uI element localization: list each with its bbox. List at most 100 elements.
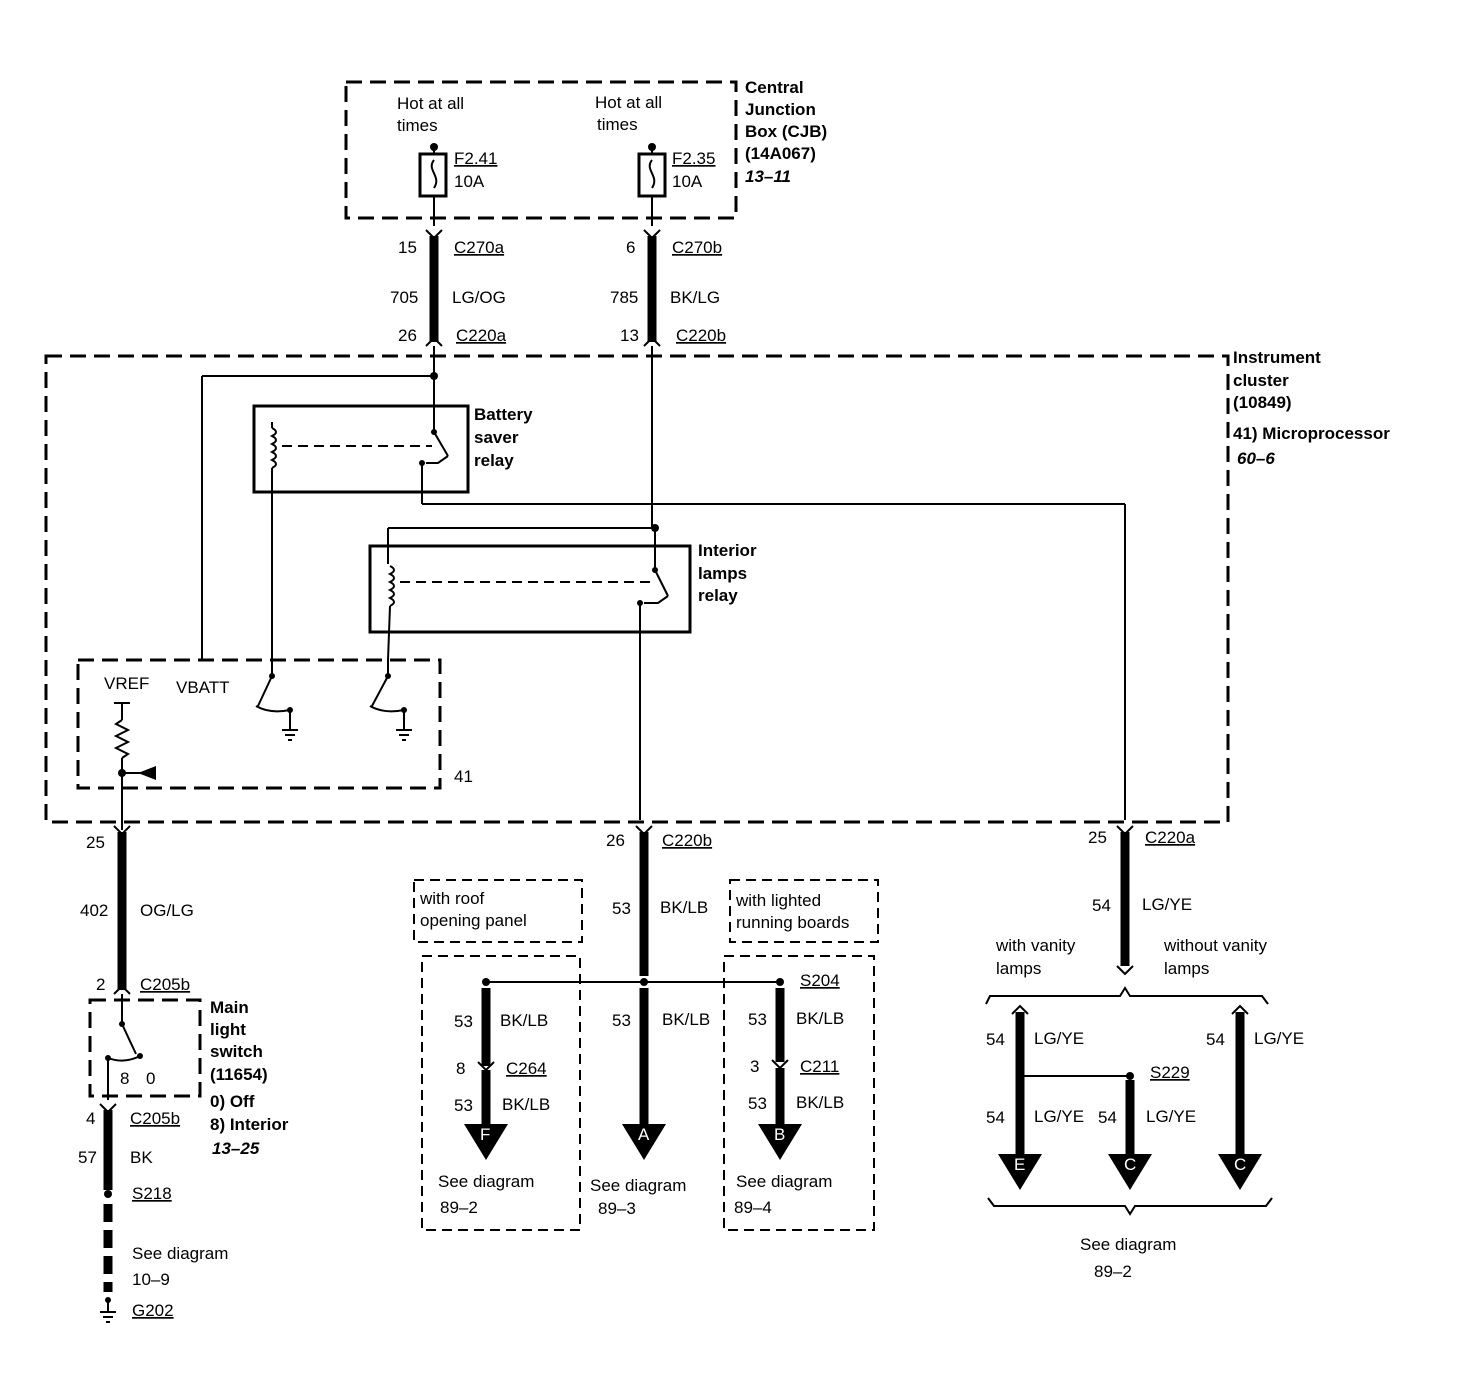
b-circuit1: 53 <box>748 1010 767 1029</box>
left-color: OG/LG <box>140 901 194 920</box>
c1-arrow-label: C <box>1124 1155 1136 1174</box>
cjb-ref: 13–11 <box>745 167 791 186</box>
wire785-pin-top: 6 <box>626 238 635 257</box>
left-circuit-out: 57 <box>78 1148 97 1167</box>
b-conn: C211 <box>800 1057 839 1076</box>
left-pin-sw: 2 <box>96 975 105 994</box>
left-conn-out: C205b <box>130 1109 180 1128</box>
ground-g202: G202 <box>132 1301 174 1320</box>
wire785-conn-bot: C220b <box>676 326 726 345</box>
wire785-circuit: 785 <box>610 288 638 307</box>
wire705-conn-bot: C220a <box>456 326 507 345</box>
branch-a: 53 BK/LB A See diagram 89–3 <box>590 988 710 1218</box>
a-color: BK/LB <box>662 1010 710 1029</box>
c2-arrow-label: C <box>1234 1155 1246 1174</box>
cjb-outline <box>344 80 738 220</box>
a-circuit: 53 <box>612 1011 631 1030</box>
switch-label-line2: light <box>210 1020 246 1039</box>
roof-option-box <box>413 879 583 943</box>
f-see-line1: See diagram <box>438 1172 534 1191</box>
cjb-name-line3: Box (CJB) <box>745 122 827 141</box>
c2-circuit: 54 <box>1206 1030 1225 1049</box>
wire-705: 15 C270a 705 LG/OG 26 C220a <box>390 229 507 376</box>
e-circuit1: 54 <box>986 1030 1005 1049</box>
wire785-conn-top: C270b <box>672 238 722 257</box>
branch-f: 53 BK/LB 8 C264 53 BK/LB F See diagram 8… <box>421 955 581 1231</box>
micro-vbatt: VBATT <box>176 678 230 697</box>
fuse2-id: F2.35 <box>672 149 715 168</box>
ilr-label-line2: lamps <box>698 564 747 583</box>
f-arrow-label: F <box>480 1125 490 1144</box>
without-vanity-line1: without vanity <box>1163 936 1267 955</box>
wire705-conn-top: C270a <box>454 238 505 257</box>
switch-pos-0: 0 <box>146 1069 155 1088</box>
middle-branch: 26 C220b 53 BK/LB with roof opening pane… <box>413 825 879 1231</box>
f-color1: BK/LB <box>500 1011 548 1030</box>
boards-label-line2: running boards <box>736 913 849 932</box>
micro-vref: VREF <box>104 674 149 693</box>
switch-pos-8: 8 <box>120 1069 129 1088</box>
a-see-line1: See diagram <box>590 1176 686 1195</box>
boards-option-box <box>729 879 879 943</box>
right-see-line2: 89–2 <box>1094 1262 1132 1281</box>
right-circuit: 54 <box>1092 896 1111 915</box>
fuse-f2-41: F2.41 10A <box>418 143 497 226</box>
left-branch: 25 402 OG/LG 2 C205b 8 0 Main light swit… <box>78 825 289 1323</box>
cjb-hot2-line2: times <box>597 115 638 134</box>
f-pin: 8 <box>456 1059 465 1078</box>
mid-conn-top: C220b <box>662 831 712 850</box>
left-conn-sw: C205b <box>140 975 190 994</box>
b-color2: BK/LB <box>796 1093 844 1112</box>
cluster-ref: 60–6 <box>1237 449 1275 468</box>
right-see-line1: See diagram <box>1080 1235 1176 1254</box>
cluster-name-line1: Instrument <box>1233 348 1321 367</box>
ilr-label-line1: Interior <box>698 541 757 560</box>
switch-label-line1: Main <box>210 998 249 1017</box>
b-see-line2: 89–4 <box>734 1198 772 1217</box>
left-color-out: BK <box>130 1148 153 1167</box>
splice-s218: S218 <box>132 1184 172 1203</box>
left-pin-out: 4 <box>86 1109 95 1128</box>
wire705-circuit: 705 <box>390 288 418 307</box>
e-color1: LG/YE <box>1034 1029 1084 1048</box>
cluster-micro-label: 41) Microprocessor <box>1233 424 1390 443</box>
splice-s229: S229 <box>1150 1063 1190 1082</box>
b-pin: 3 <box>750 1057 759 1076</box>
e-color2: LG/YE <box>1034 1107 1084 1126</box>
left-pin-top: 25 <box>86 833 105 852</box>
bsr-label-line1: Battery <box>474 405 533 424</box>
right-conn-top: C220a <box>1145 828 1196 847</box>
switch-label-line4: (11654) <box>210 1065 268 1084</box>
micro-number: 41 <box>454 767 473 786</box>
cjb-hot1-line2: times <box>397 116 438 135</box>
f-see-line2: 89–2 <box>440 1198 478 1217</box>
without-vanity-line2: lamps <box>1164 959 1209 978</box>
f-conn: C264 <box>506 1059 547 1078</box>
mid-pin-top: 26 <box>606 831 625 850</box>
right-color: LG/YE <box>1142 895 1192 914</box>
cluster-outline <box>44 354 1230 824</box>
mid-color: BK/LB <box>660 898 708 917</box>
wire-785: 6 C270b 785 BK/LG 13 C220b <box>610 229 726 528</box>
with-vanity-line1: with vanity <box>995 936 1076 955</box>
c1-circuit: 54 <box>1098 1108 1117 1127</box>
cjb-hot1-line1: Hot at all <box>397 94 464 113</box>
with-vanity-line2: lamps <box>996 959 1041 978</box>
a-see-line2: 89–3 <box>598 1199 636 1218</box>
instrument-cluster: Instrument cluster (10849) 41) Microproc… <box>44 348 1390 830</box>
right-pin-top: 25 <box>1088 828 1107 847</box>
b-circuit2: 53 <box>748 1094 767 1113</box>
switch-option-off: 0) Off <box>210 1092 255 1111</box>
ilr-label-line3: relay <box>698 586 738 605</box>
interior-lamps-relay: Interior lamps relay <box>368 524 757 820</box>
mid-circuit: 53 <box>612 899 631 918</box>
fuse2-amp: 10A <box>672 172 703 191</box>
f-circuit2: 53 <box>454 1096 473 1115</box>
microprocessor: VREF VBATT 41 <box>76 658 473 830</box>
bsr-label-line3: relay <box>474 451 514 470</box>
cluster-name-line3: (10849) <box>1233 393 1292 412</box>
roof-label-line1: with roof <box>419 889 485 908</box>
b-see-line1: See diagram <box>736 1172 832 1191</box>
central-junction-box: Hot at all times Hot at all times F2.41 … <box>344 78 827 226</box>
